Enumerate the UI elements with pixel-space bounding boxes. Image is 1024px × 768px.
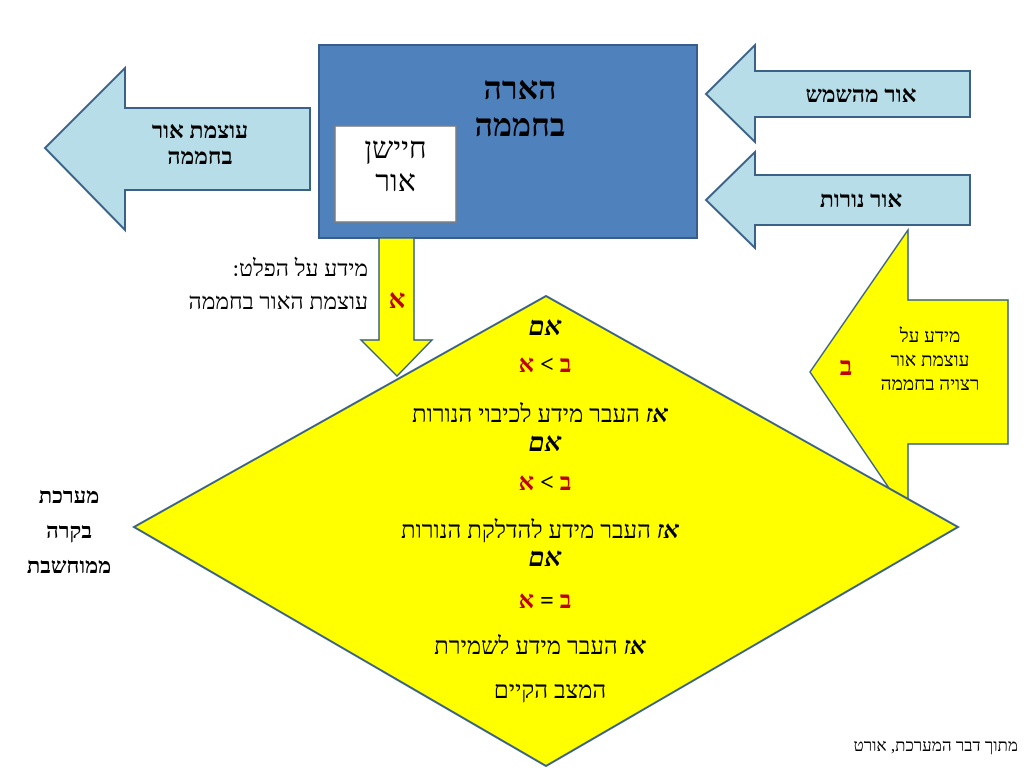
rule3-operator: = xyxy=(540,588,554,614)
rule1-operator: > xyxy=(540,352,554,378)
sensor-label: חיישן אור xyxy=(335,132,456,198)
rule3-if: אם xyxy=(528,543,562,572)
system-label-line3: ממוחשבת xyxy=(26,553,112,579)
rule1-var-b: ב xyxy=(559,352,572,378)
callout-line3: רצויה בחממה xyxy=(880,373,980,395)
rule3-then: אז העבר מידע לשמירת xyxy=(360,634,720,662)
output-info-line1: מידע על הפלט: xyxy=(232,256,368,281)
rule1-then: אז העבר מידע לכיבוי הנורות xyxy=(330,402,750,430)
lamp-light-arrow xyxy=(704,149,971,251)
sensor-down-arrow xyxy=(359,237,434,378)
output-info-line2: עוצמת האור בחממה xyxy=(188,289,368,315)
rule1-condition: ב > א xyxy=(470,352,620,380)
system-label-line1: מערכת xyxy=(38,483,100,508)
rule3-action-line2: המצב הקיים xyxy=(493,678,607,704)
output-arrow xyxy=(43,65,311,233)
var-a-label: א xyxy=(388,285,406,314)
rule3-condition: ב = א xyxy=(470,588,620,616)
system-label: מערכת בקרה ממוחשבת xyxy=(4,478,134,584)
rule2-operator: > xyxy=(540,470,554,496)
system-label-line2: בקרה xyxy=(46,518,92,544)
rule3-var-a: א xyxy=(518,588,535,614)
callout-arrow xyxy=(809,227,1009,519)
rule2-action: העבר מידע להדלקת הנורות xyxy=(400,518,651,544)
var-b-label: ב xyxy=(839,352,853,381)
sunlight-label: אור מהשמש xyxy=(805,82,917,107)
main-box-title: הארה בחממה xyxy=(440,70,600,144)
callout-text: מידע על עוצמת אור רצויה בחממה xyxy=(860,325,1000,396)
output-label-line1: עוצמת אור xyxy=(151,118,249,143)
output-label-line2: בחממה xyxy=(167,144,233,170)
lamp-light-label: אור נורות xyxy=(819,187,903,212)
rule3-then-word: אז xyxy=(623,634,646,660)
main-box-title-line1: הארה xyxy=(483,70,557,106)
callout-line2: עוצמת אור xyxy=(890,349,970,371)
sunlight-arrow xyxy=(704,42,971,145)
rule2-if: אם xyxy=(528,428,562,457)
rule2-condition: ב > א xyxy=(470,470,620,498)
rule1-var-a: א xyxy=(518,352,535,378)
rule1-if: אם xyxy=(528,312,562,341)
sensor-label-line1: חיישן xyxy=(364,132,427,165)
rule1-action: העבר מידע לכיבוי הנורות xyxy=(411,402,640,428)
rule2-then: אז העבר מידע להדלקת הנורות xyxy=(320,518,760,546)
output-info: מידע על הפלט: עוצמת האור בחממה xyxy=(128,252,368,319)
rule3-var-b: ב xyxy=(559,588,572,614)
output-label: עוצמת אור בחממה xyxy=(100,118,300,171)
footer-credit: מתוך דבר המערכת, אורט xyxy=(853,736,1018,755)
decision-diamond xyxy=(131,294,961,768)
sensor-box xyxy=(334,125,457,223)
rule2-then-word: אז xyxy=(656,518,680,544)
rule2-var-a: א xyxy=(518,470,535,496)
rule1-then-word: אז xyxy=(645,402,669,428)
rule3-action-line1: העבר מידע לשמירת xyxy=(434,634,618,660)
sensor-label-line2: אור xyxy=(375,165,416,198)
callout-line1: מידע על xyxy=(899,326,961,347)
rule2-var-b: ב xyxy=(559,470,572,496)
main-box-title-line2: בחממה xyxy=(474,106,566,143)
